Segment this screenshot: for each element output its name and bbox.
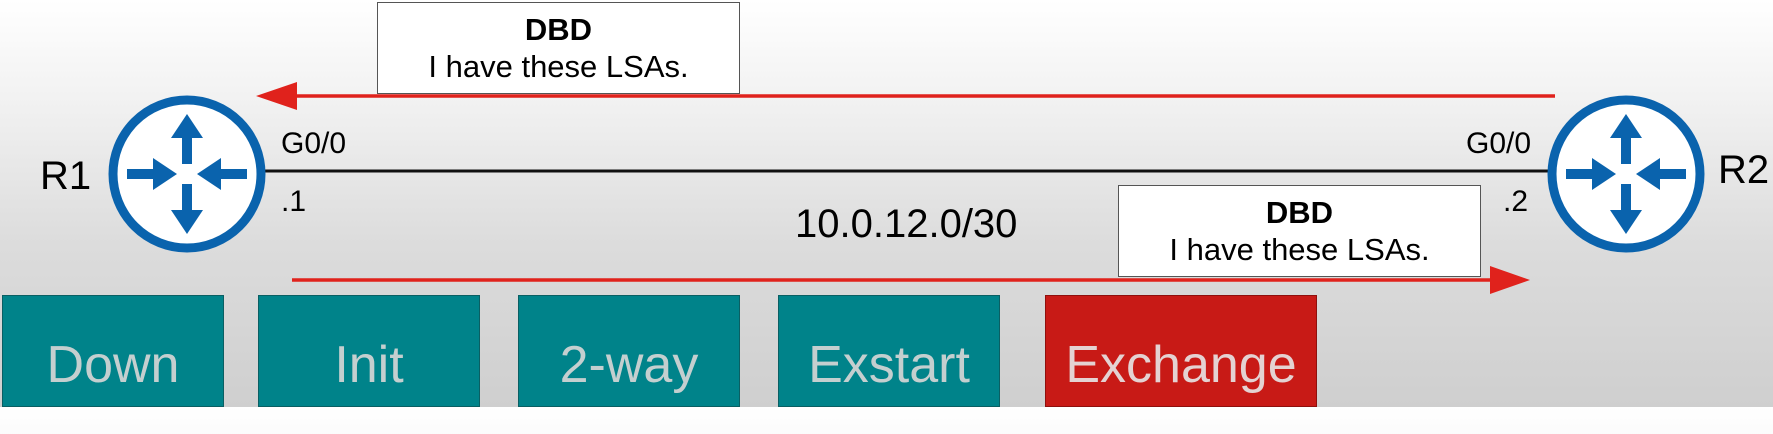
message-title: DBD [524, 12, 593, 47]
router-r2-name: R2 [1718, 148, 1770, 192]
dbd-message-r2-to-r1: DBD I have these LSAs. [377, 2, 740, 94]
state-down: Down [2, 295, 224, 407]
r2-interface-label: G0/0 [1466, 127, 1532, 160]
topology-diagram [0, 82, 1773, 294]
message-title: DBD [1265, 195, 1334, 230]
router-r1-icon[interactable] [113, 100, 261, 248]
r2-ip-suffix: .2 [1503, 185, 1529, 218]
router-r1-name: R1 [40, 154, 92, 198]
message-body: I have these LSAs. [428, 49, 689, 84]
r1-ip-suffix: .1 [281, 185, 307, 218]
r1-interface-label: G0/0 [281, 127, 347, 160]
arrow-r2-to-r1 [256, 82, 1555, 110]
arrow-r1-to-r2 [292, 266, 1530, 294]
state-2-way: 2-way [518, 295, 740, 407]
state-exstart: Exstart [778, 295, 1000, 407]
state-exchange: Exchange [1045, 295, 1317, 407]
router-r2-icon[interactable] [1552, 100, 1700, 248]
dbd-message-r1-to-r2: DBD I have these LSAs. [1118, 185, 1481, 277]
network-label: 10.0.12.0/30 [795, 202, 1018, 246]
state-init: Init [258, 295, 480, 407]
message-body: I have these LSAs. [1169, 232, 1430, 267]
